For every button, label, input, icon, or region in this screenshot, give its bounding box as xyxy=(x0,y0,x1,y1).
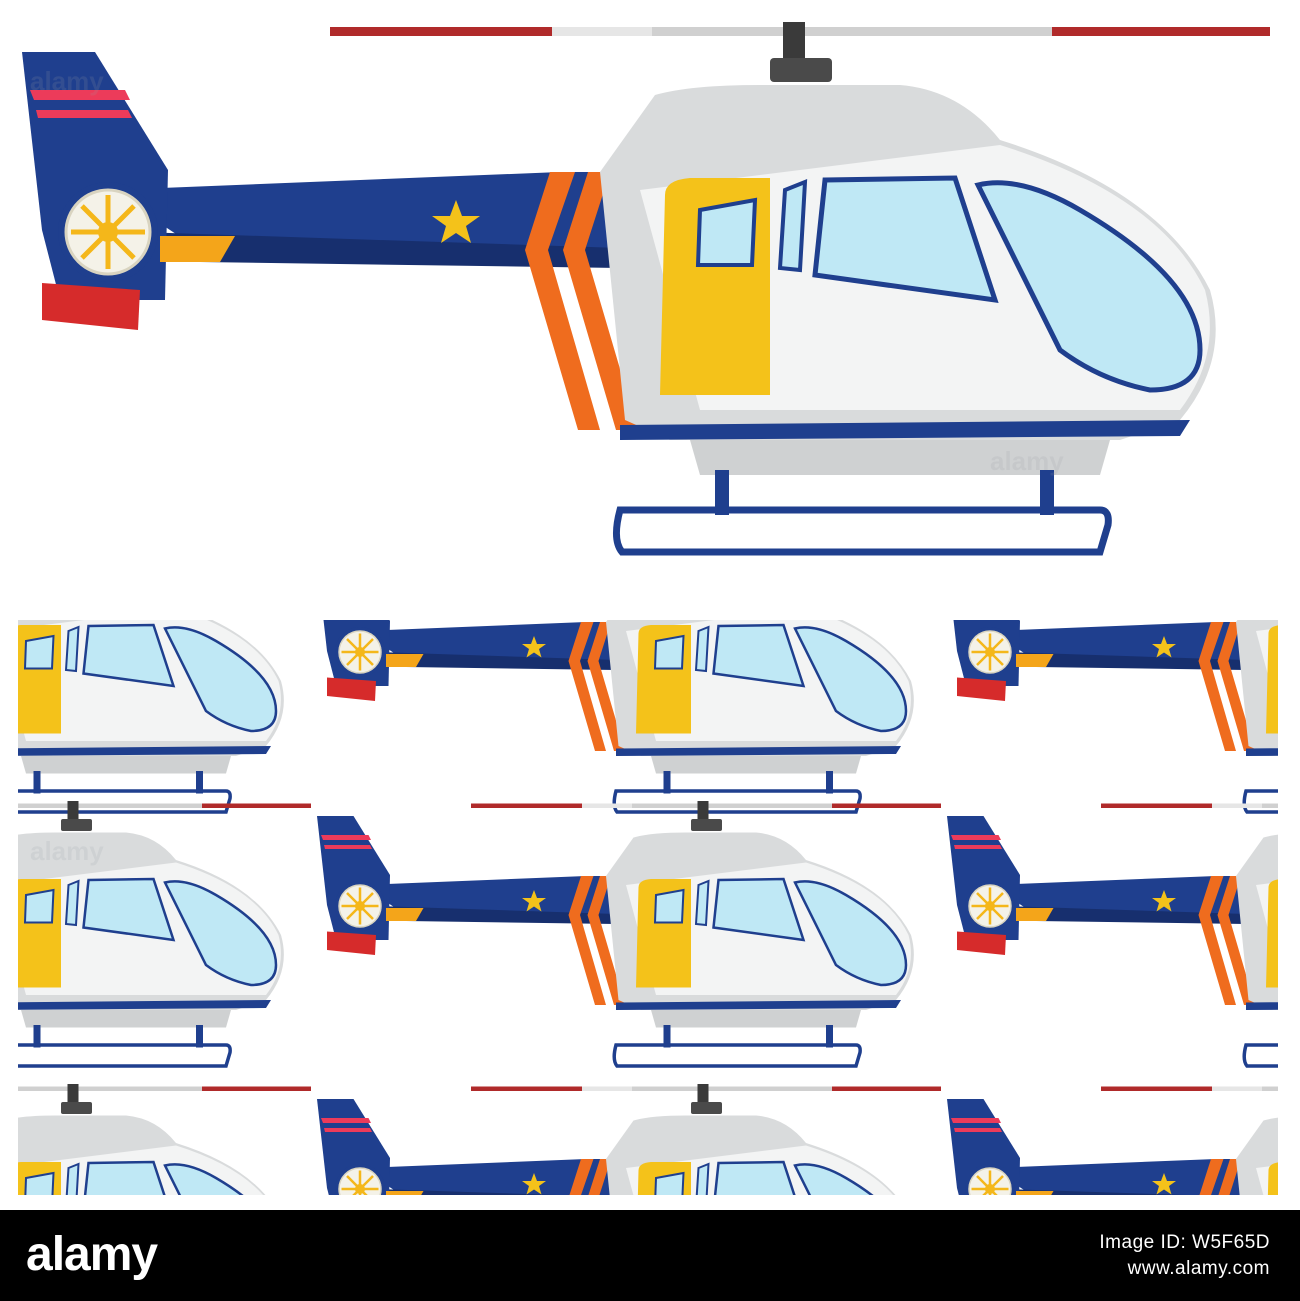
image-id-label: Image ID: W5F65D xyxy=(1099,1231,1270,1253)
pattern-tile xyxy=(315,799,943,1068)
svg-text:alamy: alamy xyxy=(26,1228,158,1281)
watermark: alamy alamy alamy xyxy=(30,66,1064,866)
pattern-tile xyxy=(18,620,313,814)
pattern-tile xyxy=(315,620,943,814)
pattern-tile xyxy=(945,1082,1278,1195)
pattern-tile xyxy=(315,1082,943,1195)
svg-text:alamy: alamy xyxy=(30,66,104,96)
pattern-tile xyxy=(945,620,1278,814)
pattern-tile xyxy=(18,1082,313,1195)
image-id-block: Image ID: W5F65D www.alamy.com xyxy=(1099,1230,1270,1281)
svg-text:alamy: alamy xyxy=(990,446,1064,476)
helicopter-pattern: alamy alamy alamy xyxy=(18,0,1278,1195)
site-url: www.alamy.com xyxy=(1127,1257,1270,1279)
large-helicopter xyxy=(22,22,1270,552)
pattern-tile xyxy=(945,799,1278,1068)
alamy-logo: alamy xyxy=(26,1226,216,1286)
helicopter-pattern-tiles xyxy=(18,620,1278,1195)
stock-footer-bar: alamy Image ID: W5F65D www.alamy.com xyxy=(0,1210,1300,1301)
svg-text:alamy: alamy xyxy=(30,836,104,866)
